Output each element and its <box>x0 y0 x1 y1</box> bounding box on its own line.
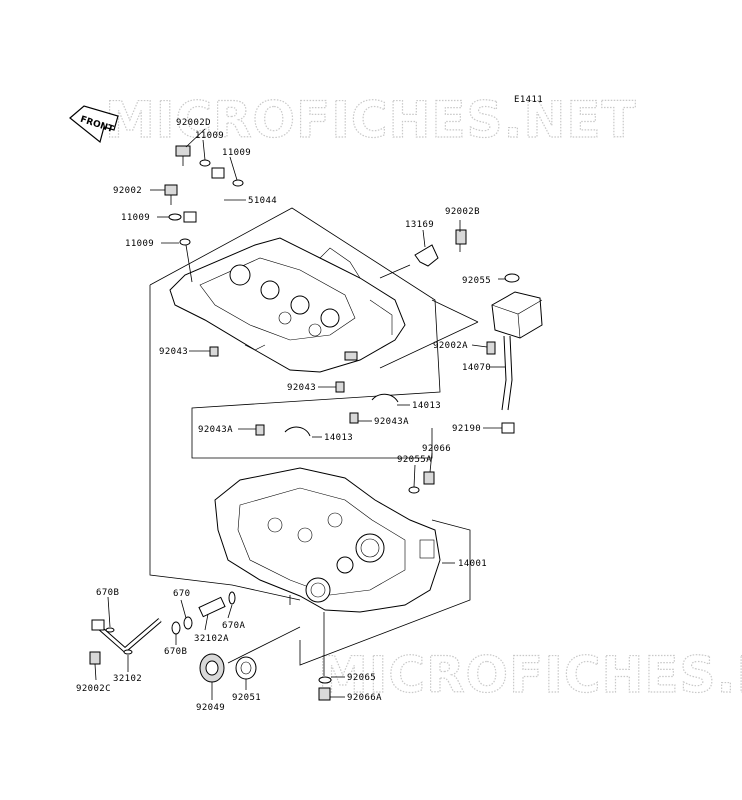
label-11009-a: 11009 <box>195 131 224 141</box>
breather-box <box>486 273 543 434</box>
bracket-13169 <box>379 229 467 279</box>
top-left-fasteners <box>164 145 244 283</box>
label-32102: 32102 <box>113 674 142 684</box>
leader-lines <box>94 128 506 700</box>
plug-92066A <box>318 676 332 701</box>
label-670B-a: 670B <box>96 588 119 598</box>
label-670A: 670A <box>222 621 245 631</box>
label-92002B: 92002B <box>445 207 480 217</box>
label-92002D: 92002D <box>176 118 211 128</box>
part-labels: 92002D 11009 11009 92002 51044 11009 110… <box>76 118 491 713</box>
label-92190: 92190 <box>452 424 481 434</box>
label-92043-a: 92043 <box>159 347 188 357</box>
label-11009-c: 11009 <box>121 213 150 223</box>
label-670: 670 <box>173 589 190 599</box>
label-14070: 14070 <box>462 363 491 373</box>
oil-seal-92049 <box>199 653 257 683</box>
oil-pipe-51044 <box>183 167 225 223</box>
label-14013-a: 14013 <box>412 401 441 411</box>
front-arrow-icon: FRONT <box>69 105 119 144</box>
oil-pipe-32102 <box>89 591 236 665</box>
label-92066A: 92066A <box>347 693 382 703</box>
dowel-pins <box>209 346 359 436</box>
label-92066: 92066 <box>422 444 451 454</box>
diagram-code: E1411 <box>514 95 543 105</box>
label-92043A-b: 92043A <box>374 417 409 427</box>
label-92055A: 92055A <box>397 455 432 465</box>
label-92065: 92065 <box>347 673 376 683</box>
label-92002A: 92002A <box>433 341 468 351</box>
label-92055: 92055 <box>462 276 491 286</box>
lower-crankcase <box>214 467 441 613</box>
label-92043-b: 92043 <box>287 383 316 393</box>
assembly-boundary-lines <box>149 207 479 666</box>
label-92002: 92002 <box>113 186 142 196</box>
label-14001: 14001 <box>458 559 487 569</box>
label-32102A: 32102A <box>194 634 229 644</box>
label-11009-d: 11009 <box>125 239 154 249</box>
upper-crankcase <box>169 237 406 373</box>
label-92043A-a: 92043A <box>198 425 233 435</box>
label-670B-b: 670B <box>164 647 187 657</box>
label-92002C: 92002C <box>76 684 111 694</box>
label-92051: 92051 <box>232 693 261 703</box>
label-13169: 13169 <box>405 220 434 230</box>
label-11009-b: 11009 <box>222 148 251 158</box>
bearing-halves <box>284 393 399 437</box>
drain-plug-92066 <box>408 471 435 494</box>
label-51044: 51044 <box>248 196 277 206</box>
watermark-bottom: MICROFICHES.NET <box>318 646 742 704</box>
watermark-top: MICROFICHES.NET <box>105 91 637 149</box>
label-14013-b: 14013 <box>324 433 353 443</box>
label-92049: 92049 <box>196 703 225 713</box>
